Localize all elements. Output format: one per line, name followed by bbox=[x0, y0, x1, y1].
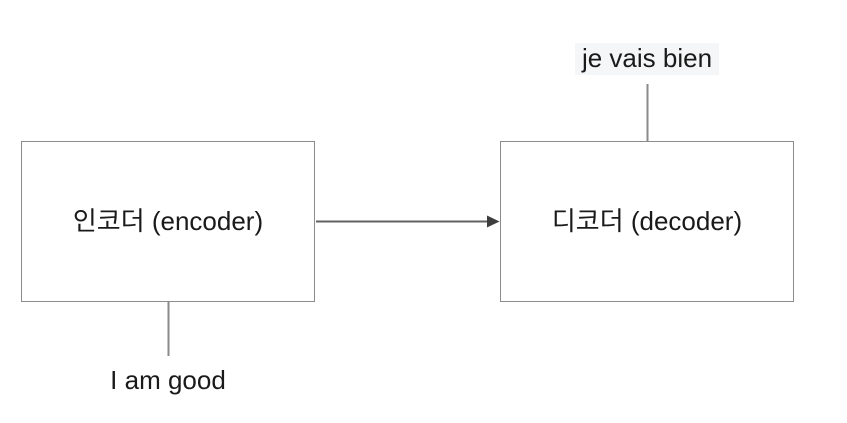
encoder-box: 인코더 (encoder) bbox=[21, 141, 315, 302]
decoder-label: 디코더 (decoder) bbox=[551, 205, 743, 236]
input-text-label: I am good bbox=[110, 365, 226, 395]
encoder-label: 인코더 (encoder) bbox=[72, 205, 264, 236]
output-text-label: je vais bien bbox=[574, 43, 720, 75]
encoder-decoder-arrowhead-icon bbox=[487, 215, 500, 228]
decoder-box: 디코더 (decoder) bbox=[500, 141, 794, 302]
